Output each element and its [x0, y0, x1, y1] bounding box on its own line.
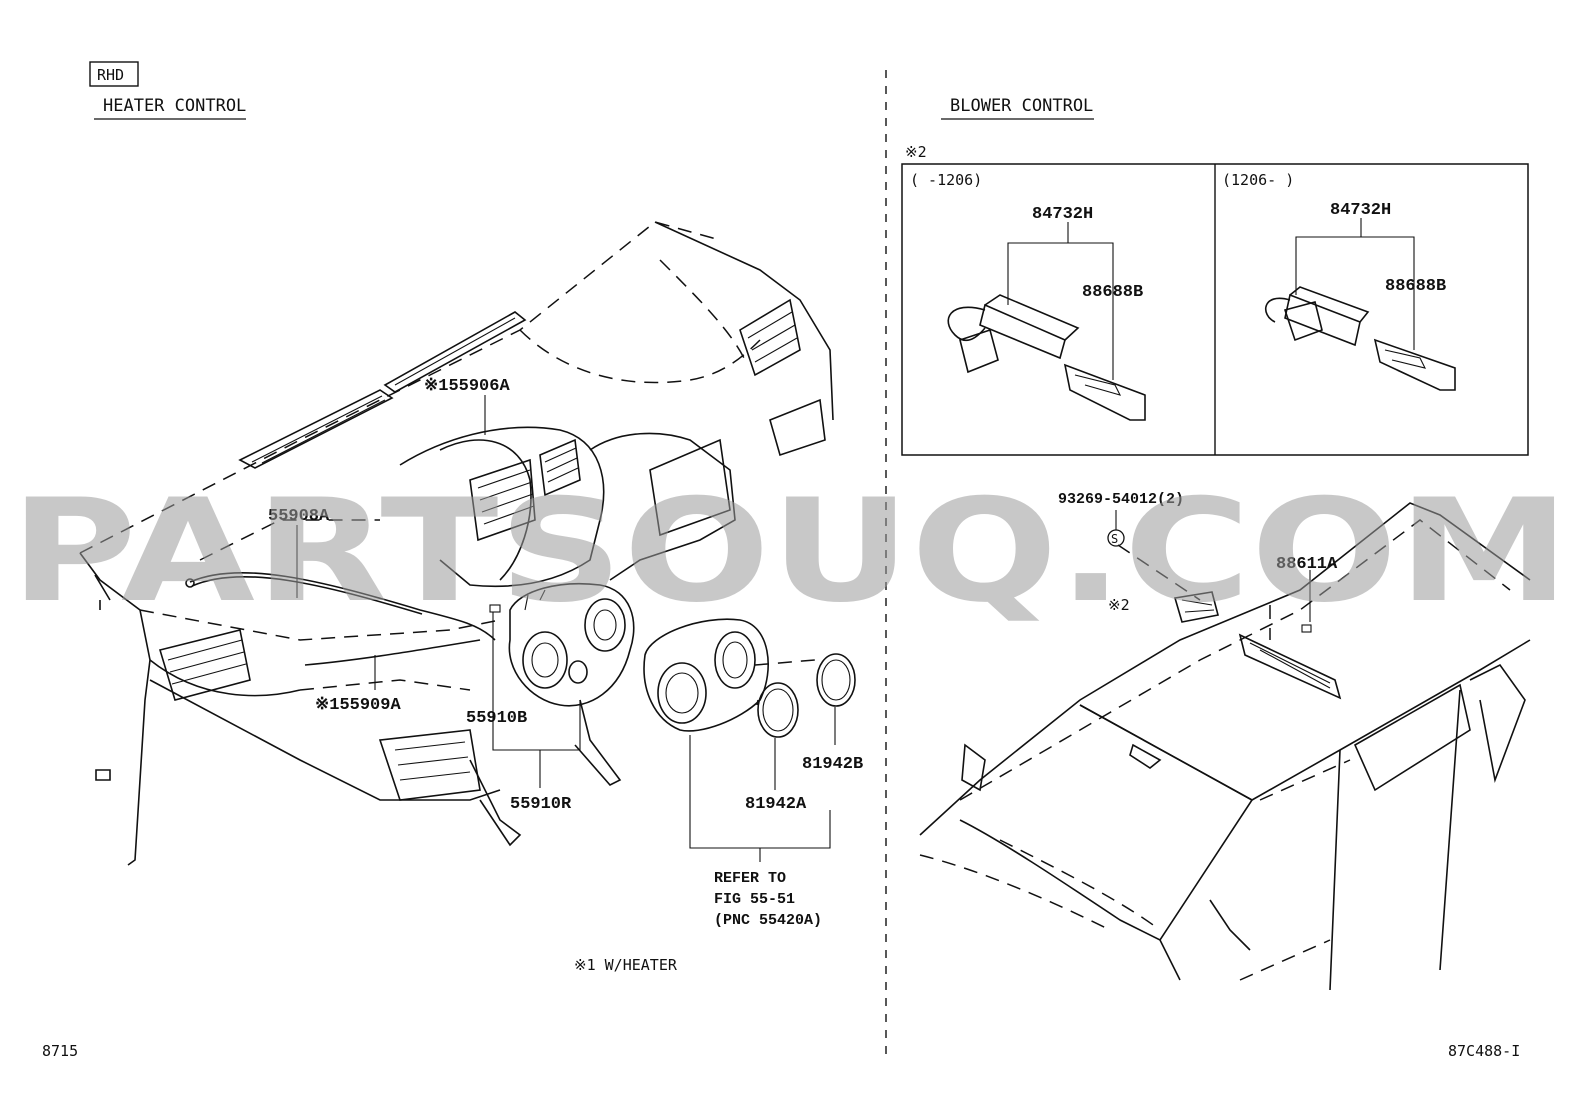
part-81942A: 81942A	[745, 795, 807, 814]
s-circle-symbol: S	[1107, 529, 1125, 547]
part-55908A: 55908A	[268, 507, 330, 526]
watermark-text: PARTSOUQ.COM	[10, 469, 1570, 634]
blower-module-left	[947, 294, 1146, 421]
left-leader-lines	[296, 395, 836, 862]
rhd-tag: RHD	[89, 61, 139, 87]
part-81942B: 81942B	[802, 755, 863, 774]
variant-box	[901, 163, 1529, 456]
part-93269-54012: 93269-54012(2)	[1058, 491, 1184, 508]
s-circle-letter: S	[1111, 532, 1118, 546]
refer-line-1: REFER TO	[714, 870, 786, 887]
footnote-w-heater: ※1 W/HEATER	[574, 956, 678, 974]
part-84732H-left: 84732H	[1032, 205, 1093, 224]
blower-control-title: BLOWER CONTROL	[950, 96, 1093, 116]
part-55910R: 55910R	[510, 795, 572, 814]
part-84732H-right: 84732H	[1330, 201, 1391, 220]
car-roof-illustration	[919, 502, 1531, 991]
page-code-left: 8715	[42, 1042, 78, 1060]
heater-control-title: HEATER CONTROL	[103, 96, 246, 116]
blower-module-right	[1265, 286, 1456, 391]
part-88688B-left: 88688B	[1082, 283, 1143, 302]
dashboard-illustration	[79, 221, 856, 866]
left-variant-leaders	[1007, 222, 1114, 380]
part-88688B-right: 88688B	[1385, 277, 1446, 296]
refer-line-3: (PNC 55420A)	[714, 912, 822, 929]
part-55909A: ※155909A	[315, 696, 401, 715]
page-code-right: 87C488-I	[1448, 1042, 1520, 1060]
rhd-tag-text: RHD	[97, 66, 124, 84]
right-variant-leaders	[1295, 218, 1415, 350]
note-mark-2: ※2	[905, 143, 927, 161]
note-mark-2-car: ※2	[1108, 596, 1130, 614]
range-after-1206: (1206- )	[1222, 171, 1294, 189]
part-88611A: 88611A	[1276, 555, 1338, 574]
range-before-1206: ( -1206)	[910, 171, 982, 189]
part-55910B: 55910B	[466, 709, 527, 728]
refer-line-2: FIG 55-51	[714, 891, 795, 908]
part-55906A: ※155906A	[424, 377, 510, 396]
